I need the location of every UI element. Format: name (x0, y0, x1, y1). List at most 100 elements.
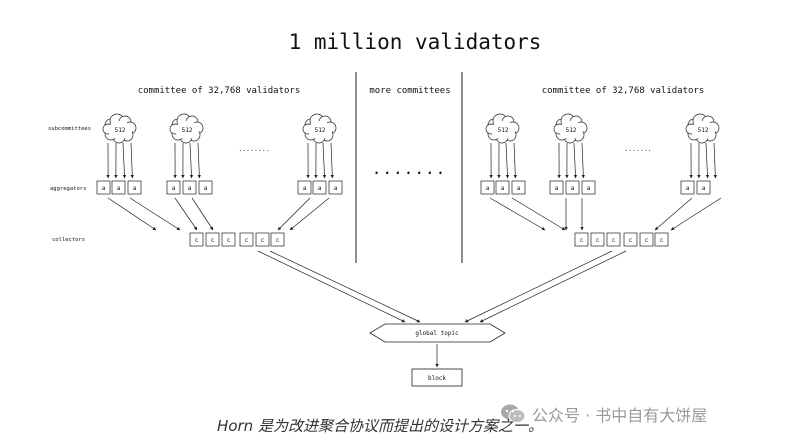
aggregator-box (511, 180, 526, 195)
aggregator-box (182, 180, 197, 195)
aggregator-letter: a (686, 185, 690, 192)
collector-box (239, 232, 254, 247)
cloud-fill (691, 121, 715, 139)
subcommittee-arrow (581, 142, 586, 179)
collector-box (189, 232, 204, 247)
watermark-text: 公众号 · 书中自有大饼屋 (532, 406, 708, 425)
aggregator-arrow (191, 197, 214, 231)
collector-letter: c (596, 237, 600, 244)
aggregator-box (581, 180, 596, 195)
subcommittee-cloud: 512 (102, 113, 137, 144)
subcommittee-arrow (713, 142, 718, 179)
cloud-fill (308, 121, 332, 139)
subcommittee-arrow (189, 142, 194, 179)
collector-arrow (479, 250, 627, 323)
aggregator-arrow (511, 197, 566, 231)
collector-box (639, 232, 654, 247)
aggregator-box (111, 180, 126, 195)
subcommittee-size: 512 (566, 127, 577, 134)
aggregator-box (127, 180, 142, 195)
subcommittee-arrow (330, 142, 335, 179)
aggregator-letter: a (571, 185, 575, 192)
collector-box (221, 232, 236, 247)
aggregator-arrow (174, 197, 198, 231)
subcommittee-cloud: 512 (485, 113, 520, 144)
collector-letter: c (645, 237, 649, 244)
aggregator-arrow (289, 197, 330, 231)
collector-letter: c (629, 237, 633, 244)
aggregator-box (696, 180, 711, 195)
subcommittee-arrow (573, 142, 578, 179)
aggregator-letter: a (587, 185, 591, 192)
subcommittee-clouds: 512 512 512 512 512 512 (102, 113, 720, 144)
aggregator-letter: a (702, 185, 706, 192)
subcommittee-arrow (322, 142, 327, 179)
aggregator-box (495, 180, 510, 195)
aggregator-box (312, 180, 327, 195)
wechat-icon (501, 404, 526, 423)
global-topic-label: global topic (415, 330, 459, 337)
diagram-title: 1 million validators (289, 30, 542, 54)
subcommittee-size: 512 (315, 127, 326, 134)
aggregator-arrow (654, 197, 693, 231)
aggregator-box (297, 180, 312, 195)
cloud-fill (559, 121, 583, 139)
aggregator-box (680, 180, 695, 195)
arrows (106, 142, 722, 368)
collector-letter: c (580, 237, 584, 244)
subcommittee-cloud: 512 (685, 113, 720, 144)
collector-letter: c (245, 237, 249, 244)
block-label: block (428, 375, 446, 382)
subcommittee-arrow (705, 142, 710, 179)
collector-letter: c (261, 237, 265, 244)
aggregator-letter: a (204, 185, 208, 192)
aggregator-arrow (670, 197, 722, 231)
collector-box (270, 232, 285, 247)
figure-caption: Horn 是为改进聚合协议而提出的设计方案之一。 (217, 417, 543, 435)
collector-letter: c (211, 237, 215, 244)
aggregator-box (328, 180, 343, 195)
aggregator-letter: a (334, 185, 338, 192)
aggregator-box (480, 180, 495, 195)
aggregator-box (565, 180, 580, 195)
aggregator-letter: a (303, 185, 307, 192)
collector-letter: c (195, 237, 199, 244)
collector-box (590, 232, 605, 247)
cloud-fill (175, 121, 199, 139)
aggregator-letter: a (133, 185, 137, 192)
right-subcommittee-ellipsis: ....... (624, 145, 651, 153)
global-topic-box (369, 323, 506, 343)
aggregator-letter: a (117, 185, 121, 192)
aggregator-box (166, 180, 181, 195)
subcommittee-size: 512 (115, 127, 126, 134)
aggregator-box (198, 180, 213, 195)
row-label-collectors: collectors (52, 237, 85, 243)
subcommittee-size: 512 (698, 127, 709, 134)
subcommittee-cloud: 512 (169, 113, 204, 144)
aggregator-arrow (489, 197, 546, 231)
subcommittee-cloud: 512 (553, 113, 588, 144)
aggregator-arrow (129, 197, 181, 231)
block-box (411, 368, 463, 387)
collector-letter: c (276, 237, 280, 244)
left-subcommittee-ellipsis: ........ (238, 145, 269, 153)
collector-letter: c (227, 237, 231, 244)
collector-box (255, 232, 270, 247)
aggregator-letter: a (102, 185, 106, 192)
aggregator-box (549, 180, 564, 195)
subcommittee-cloud: 512 (302, 113, 337, 144)
aggregator-letter: a (555, 185, 559, 192)
middle-committee-label: more committees (369, 86, 450, 96)
subcommittee-size: 512 (498, 127, 509, 134)
row-label-subcommittees: subcommittees (48, 126, 91, 132)
collector-box (574, 232, 589, 247)
aggregator-letter: a (188, 185, 192, 192)
more-committees-ellipsis: ....... (372, 159, 446, 178)
aggregator-letter: a (517, 185, 521, 192)
collector-box (205, 232, 220, 247)
collector-arrow (464, 250, 613, 323)
aggregator-letter: a (501, 185, 505, 192)
